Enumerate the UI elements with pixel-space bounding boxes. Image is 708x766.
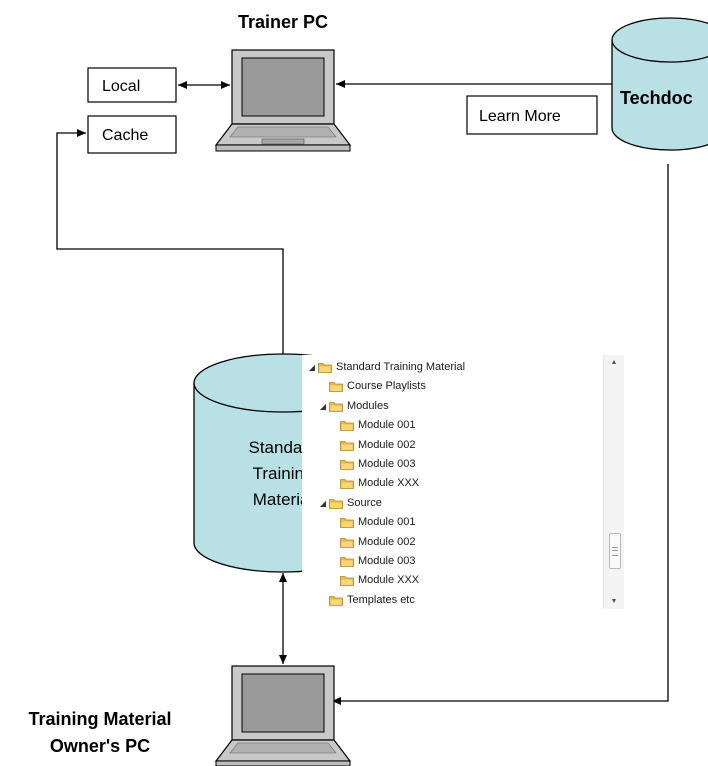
- stm-label-line3: Material: [253, 490, 313, 509]
- folder-icon: [340, 459, 354, 470]
- scroll-down-icon[interactable]: ▼: [610, 598, 618, 605]
- tree-item[interactable]: Module XXX: [302, 474, 602, 493]
- folder-icon: [329, 595, 343, 606]
- folder-icon: [340, 420, 354, 432]
- tree-item-label: Module 002: [358, 438, 416, 451]
- tree-item-label: Module 003: [358, 554, 416, 567]
- tree-item-label: Source: [347, 496, 382, 509]
- tree-item[interactable]: Templates etc: [302, 591, 602, 609]
- techdoc-owner-arrow: [332, 164, 669, 705]
- folder-icon: [340, 478, 354, 490]
- tree-item[interactable]: ◢ Modules: [302, 397, 602, 416]
- tree-item[interactable]: Module XXX: [302, 571, 602, 590]
- tree-item[interactable]: Module 002: [302, 436, 602, 455]
- learn-more-box[interactable]: [466, 95, 598, 135]
- techdoc-label: Techdoc: [620, 88, 693, 108]
- cache-label: Cache: [102, 127, 148, 144]
- tree-item-label: Module XXX: [358, 574, 420, 587]
- learn-more-label[interactable]: Learn More: [479, 108, 561, 125]
- folder-icon: [340, 517, 354, 529]
- stm-label-line1: Standard: [249, 438, 318, 457]
- tree-item-label: Templates etc: [347, 593, 415, 606]
- folder-icon: [318, 362, 332, 373]
- folder-icon: [340, 537, 354, 548]
- owner-pc-laptop-icon: [214, 665, 352, 766]
- tree-item-label: Module 001: [358, 419, 416, 432]
- tree-item-label: Module 002: [358, 535, 416, 548]
- folder-icon: [340, 556, 354, 567]
- expand-triangle-icon[interactable]: ◢: [319, 498, 327, 508]
- tree-item-label: Module 001: [358, 516, 416, 529]
- expand-triangle-icon[interactable]: ◢: [308, 363, 316, 372]
- cache-box: [87, 115, 177, 154]
- owner-pc-label-line2: Owner's PC: [50, 736, 150, 756]
- folder-icon: [340, 575, 354, 587]
- tree-item[interactable]: Module 001: [302, 513, 602, 532]
- techdoc-database-icon: [611, 17, 708, 151]
- tree-item-label: Modules: [347, 399, 389, 412]
- stm-label-line2: Training: [253, 464, 314, 483]
- tree-item[interactable]: ◢ Source: [302, 494, 602, 513]
- stm-cache-arrow: [56, 129, 284, 368]
- tree-item[interactable]: Module 003: [302, 552, 602, 571]
- tree-scrollbar[interactable]: ▲ ▼: [603, 355, 624, 609]
- tree-item-label: Standard Training Material: [336, 361, 466, 373]
- tree-item-label: Module 003: [358, 457, 416, 470]
- tree-item[interactable]: Module 002: [302, 533, 602, 552]
- trainer-pc-label: Trainer PC: [238, 12, 328, 32]
- owner-pc-label-line1: Training Material: [28, 709, 171, 729]
- local-box: [87, 67, 177, 103]
- scroll-up-icon[interactable]: ▲: [610, 359, 618, 366]
- tree-item[interactable]: ◢ Standard Training Material: [302, 358, 602, 377]
- expand-triangle-icon[interactable]: ◢: [319, 401, 327, 411]
- tree-item[interactable]: Module 001: [302, 416, 602, 435]
- folder-icon: [329, 498, 343, 509]
- tree-item-label: Course Playlists: [347, 380, 426, 393]
- trainer-pc-laptop-icon: [214, 49, 352, 152]
- tree-item[interactable]: Module 003: [302, 455, 602, 474]
- scroll-thumb[interactable]: [609, 533, 621, 569]
- tree-item-label: Module XXX: [358, 477, 420, 490]
- folder-icon: [329, 401, 343, 412]
- folder-icon: [340, 440, 354, 451]
- local-label: Local: [102, 78, 140, 95]
- folder-icon: [329, 381, 343, 393]
- tree-item[interactable]: Course Playlists: [302, 377, 602, 396]
